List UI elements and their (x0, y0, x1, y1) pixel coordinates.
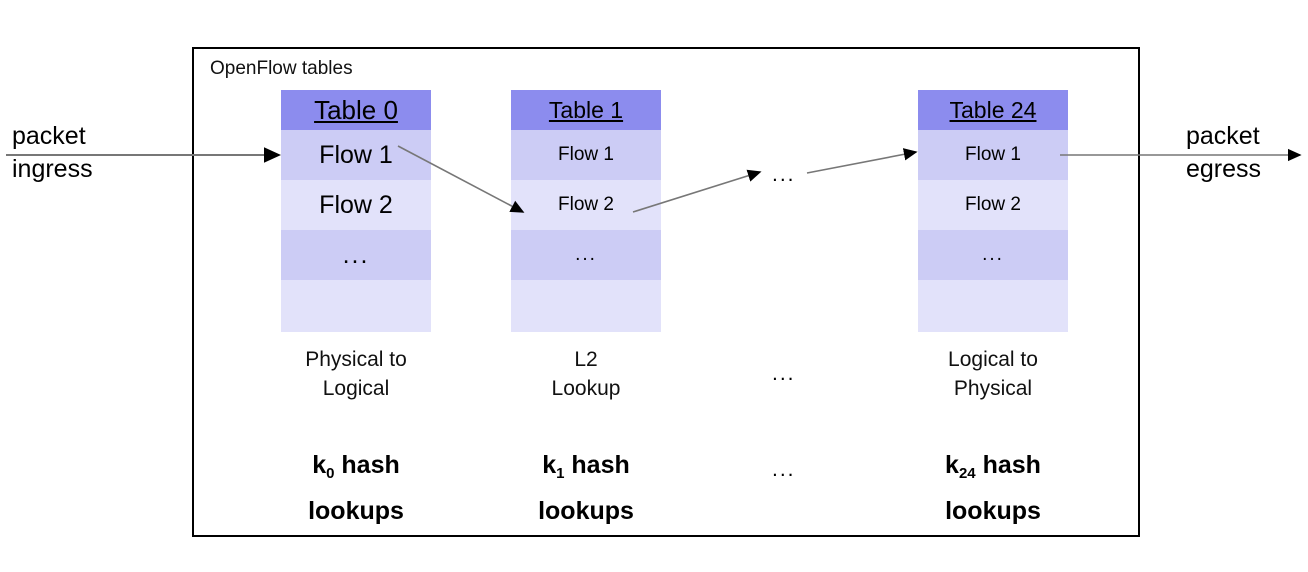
flow-table-0-row-1-label: Flow 1 (319, 140, 393, 169)
flow-table-24-hash-k: k (945, 451, 959, 479)
flow-table-24-hash-line2: lookups (945, 497, 1041, 525)
packet-egress-label: packet egress (1186, 120, 1261, 186)
flow-table-0-hash-subscript: 0 (326, 465, 335, 482)
flow-table-1-row-3-ellipsis: ... (575, 244, 597, 265)
flow-table-24-caption-line2: Physical (953, 377, 1033, 400)
openflow-tables-label: OpenFlow tables (210, 58, 353, 79)
flow-table-1-caption: L2 Lookup (491, 345, 681, 403)
flow-table-24-row-3: ... (918, 230, 1068, 280)
flow-table-24-row-4 (918, 280, 1068, 332)
flow-table-0-header-label: Table 0 (314, 94, 398, 125)
flow-table-0-header: Table 0 (281, 90, 431, 130)
flow-table-24-caption: Logical to Physical (898, 345, 1088, 403)
flow-table-1-row-1: Flow 1 (511, 130, 661, 180)
flow-table-1-row-2-label: Flow 2 (558, 194, 614, 215)
flow-table-24-hash-subscript: 24 (958, 465, 976, 482)
flow-table-24-row-3-ellipsis: ... (982, 244, 1004, 265)
flow-table-0-hash-k: k (312, 451, 327, 479)
flow-table-1-row-2: Flow 2 (511, 180, 661, 230)
flow-table-1-hash-lookups: k1 hash lookups (486, 444, 686, 532)
flow-table-24-caption-line1: Logical to (948, 348, 1038, 371)
flow-table-0-hash-lookups: k0 hash lookups (256, 444, 456, 532)
packet-egress-line1: packet (1186, 122, 1260, 150)
tables-ellipsis-row: ... (772, 163, 796, 186)
flow-table-24-header: Table 24 (918, 90, 1068, 130)
flow-table-24-hash-line1: k24 hash (893, 444, 1093, 490)
flow-table-0-row-1: Flow 1 (281, 130, 431, 180)
flow-table-24-row-2: Flow 2 (918, 180, 1068, 230)
flow-table-24-hash-word: hash (975, 451, 1041, 479)
flow-table-0-hash-word: hash (334, 451, 400, 479)
flow-table-1-hash-line1: k1 hash (486, 444, 686, 490)
packet-ingress-line2: ingress (12, 155, 93, 183)
flow-table-1-hash-line2: lookups (538, 497, 634, 525)
flow-table-1-hash-subscript: 1 (556, 465, 565, 482)
flow-table-1-row-4 (511, 280, 661, 332)
flow-table-0-row-3: ... (281, 230, 431, 280)
flow-table-0: Table 0 Flow 1 Flow 2 ... (281, 90, 431, 332)
flow-table-1-caption-line1: L2 (574, 348, 598, 371)
packet-ingress-line1: packet (12, 122, 86, 150)
flow-table-24-hash-lookups: k24 hash lookups (893, 444, 1093, 532)
flow-table-0-caption: Physical to Logical (261, 345, 451, 403)
openflow-tables-container (192, 47, 1140, 537)
flow-table-24-row-1: Flow 1 (918, 130, 1068, 180)
flow-table-1-hash-k: k (542, 451, 557, 479)
flow-table-1-hash-word: hash (564, 451, 630, 479)
flow-table-1-header-label: Table 1 (548, 96, 624, 123)
packet-egress-line2: egress (1186, 155, 1262, 183)
flow-table-1-row-1-label: Flow 1 (558, 144, 614, 165)
flow-table-1-header: Table 1 (511, 90, 661, 130)
flow-table-1-caption-line2: Lookup (551, 377, 621, 400)
flow-table-0-row-2-label: Flow 2 (319, 190, 393, 219)
flow-table-0-row-3-ellipsis: ... (342, 240, 370, 269)
flow-table-0-caption-line1: Physical to (305, 348, 407, 371)
flow-table-0-row-4 (281, 280, 431, 332)
flow-table-1-row-3: ... (511, 230, 661, 280)
flow-table-24-header-label: Table 24 (949, 96, 1037, 123)
flow-table-24-row-1-label: Flow 1 (965, 144, 1021, 165)
flow-table-0-hash-line1: k0 hash (256, 444, 456, 490)
flow-table-24-row-2-label: Flow 2 (965, 194, 1021, 215)
flow-table-0-caption-line2: Logical (322, 377, 390, 400)
packet-ingress-label: packet ingress (12, 120, 93, 186)
hash-lookups-ellipsis: ... (772, 458, 796, 481)
flow-table-1: Table 1 Flow 1 Flow 2 ... (511, 90, 661, 332)
captions-ellipsis: ... (772, 362, 796, 385)
flow-table-24: Table 24 Flow 1 Flow 2 ... (918, 90, 1068, 332)
flow-table-0-hash-line2: lookups (308, 497, 404, 525)
flow-table-0-row-2: Flow 2 (281, 180, 431, 230)
